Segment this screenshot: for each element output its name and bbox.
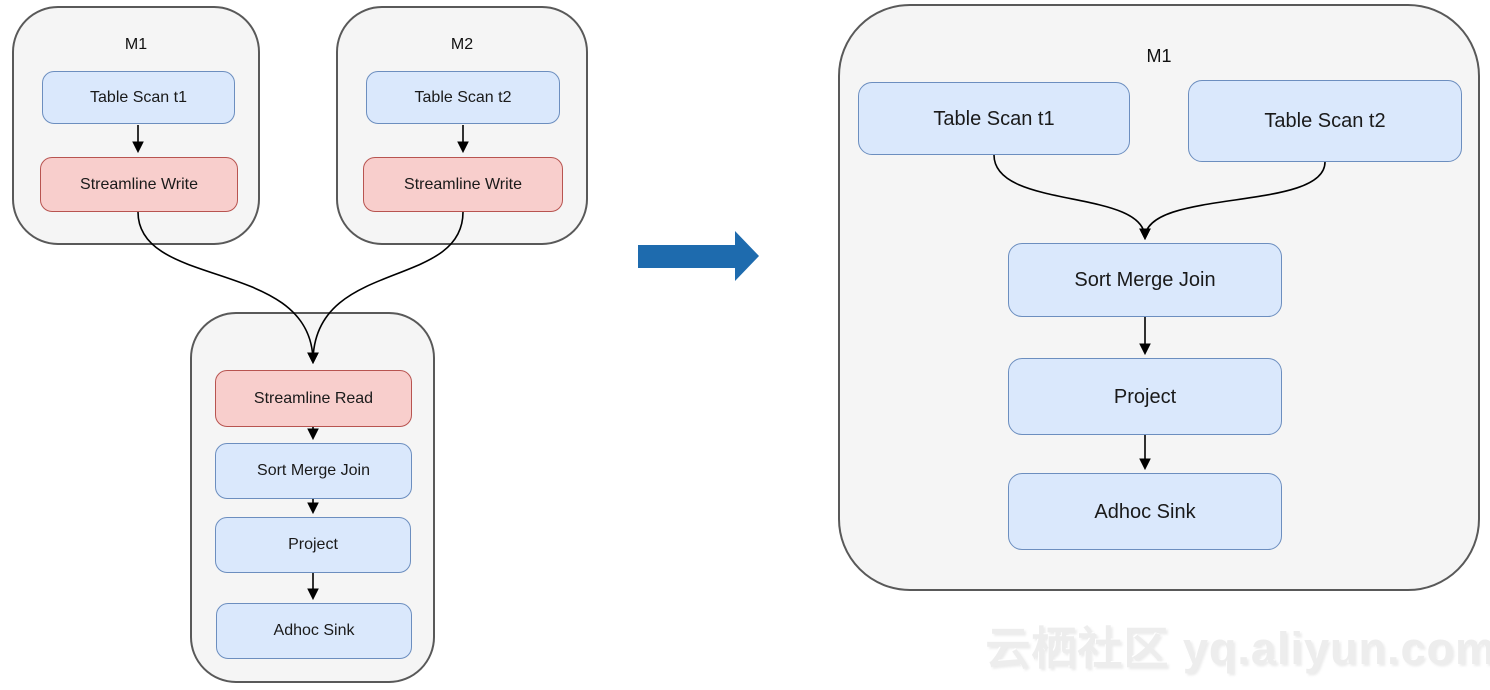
group-right-m1-title: M1 [1146, 46, 1172, 66]
node-right-table-scan-t2: Table Scan t2 [1188, 80, 1462, 162]
node-left-m1-table-scan-t1: Table Scan t1 [42, 71, 235, 124]
node-left-m2-streamline-write: Streamline Write [363, 157, 563, 212]
node-left-m2-table-scan-t2: Table Scan t2 [366, 71, 560, 124]
node-right-project: Project [1008, 358, 1282, 435]
group-left-m2-title: M2 [450, 36, 474, 53]
node-left-adhoc-sink: Adhoc Sink [216, 603, 412, 659]
node-left-project: Project [215, 517, 411, 573]
node-left-sort-merge-join: Sort Merge Join [215, 443, 412, 499]
transform-right-arrow-icon [638, 231, 759, 281]
node-left-streamline-read: Streamline Read [215, 370, 412, 427]
group-left-m1-title: M1 [124, 36, 148, 53]
node-right-adhoc-sink: Adhoc Sink [1008, 473, 1282, 550]
watermark-text: 云栖社区 yq.aliyun.com [985, 623, 1490, 674]
node-right-table-scan-t1: Table Scan t1 [858, 82, 1130, 155]
node-right-sort-merge-join: Sort Merge Join [1008, 243, 1282, 317]
node-left-m1-streamline-write: Streamline Write [40, 157, 238, 212]
